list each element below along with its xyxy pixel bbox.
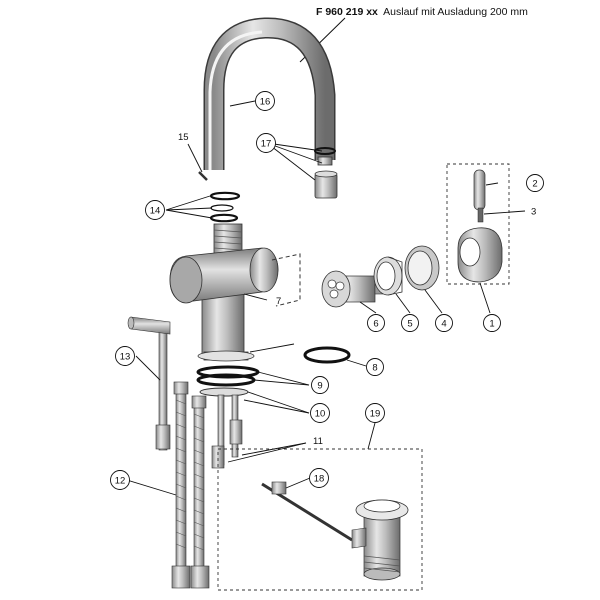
waste-valve	[351, 499, 409, 581]
svg-text:16: 16	[260, 97, 271, 108]
callout-16: 16	[255, 91, 275, 111]
svg-text:13: 13	[120, 352, 131, 363]
flexible-hoses	[171, 381, 210, 589]
o-rings-14	[209, 191, 241, 223]
spout	[203, 17, 336, 170]
part-number: F 960 219 xx	[316, 6, 378, 18]
callout-2: 2	[526, 174, 544, 192]
svg-text:11: 11	[313, 436, 323, 447]
callout-17: 17	[256, 133, 276, 153]
callout-1: 1	[483, 314, 501, 332]
svg-text:1: 1	[489, 319, 494, 330]
aerator-parts	[314, 147, 338, 199]
callout-13: 13	[115, 346, 135, 366]
svg-text:2: 2	[532, 179, 537, 190]
callout-5: 5	[401, 314, 419, 332]
svg-text:17: 17	[261, 139, 272, 150]
popup-rod	[261, 481, 353, 542]
svg-text:6: 6	[373, 319, 378, 330]
guide-body	[271, 253, 301, 307]
callout-7: 7	[276, 296, 281, 307]
waste-group-box	[217, 448, 423, 591]
part-description: Auslauf mit Ausladung 200 mm	[383, 6, 528, 18]
cover-sleeve	[404, 245, 440, 291]
svg-text:15: 15	[178, 132, 189, 143]
callout-9: 9	[311, 376, 329, 394]
svg-text:9: 9	[317, 381, 322, 392]
svg-text:18: 18	[314, 474, 325, 485]
svg-text:12: 12	[115, 476, 126, 487]
fixing-studs	[211, 394, 243, 469]
svg-text:19: 19	[370, 409, 381, 420]
faucet-body	[169, 247, 279, 358]
leader-lines	[126, 100, 526, 496]
body-thread	[213, 223, 243, 257]
callout-8: 8	[366, 358, 384, 376]
svg-text:14: 14	[150, 206, 161, 217]
callout-18: 18	[309, 468, 329, 488]
svg-text:3: 3	[531, 207, 536, 218]
diagram-header: F 960 219 xx Auslauf mit Ausladung 200 m…	[316, 6, 596, 19]
callout-labels: 1 2 3 4 5 6 7 8 9 10 11 12 13 14 15 16 1…	[110, 91, 544, 490]
callout-3: 3	[531, 207, 536, 218]
o-ring-8	[303, 346, 351, 364]
cartridge-nut	[373, 256, 403, 296]
mounting-tool	[127, 316, 171, 451]
callout-14: 14	[145, 200, 165, 220]
callout-12: 12	[110, 470, 130, 490]
callout-11: 11	[313, 436, 323, 447]
svg-text:5: 5	[407, 319, 412, 330]
callout-15: 15	[178, 132, 189, 143]
svg-text:8: 8	[372, 363, 377, 374]
grub-pin	[198, 171, 208, 181]
set-screw	[477, 207, 484, 223]
mounting-rings	[196, 350, 260, 397]
handle-group-box	[446, 163, 510, 285]
lever-rod	[473, 169, 486, 211]
callout-4: 4	[435, 314, 453, 332]
callout-10: 10	[310, 403, 330, 423]
svg-text:7: 7	[276, 296, 281, 307]
callout-19: 19	[365, 403, 385, 423]
svg-text:4: 4	[441, 319, 446, 330]
callout-6: 6	[367, 314, 385, 332]
svg-text:10: 10	[315, 409, 326, 420]
handle	[457, 227, 503, 283]
